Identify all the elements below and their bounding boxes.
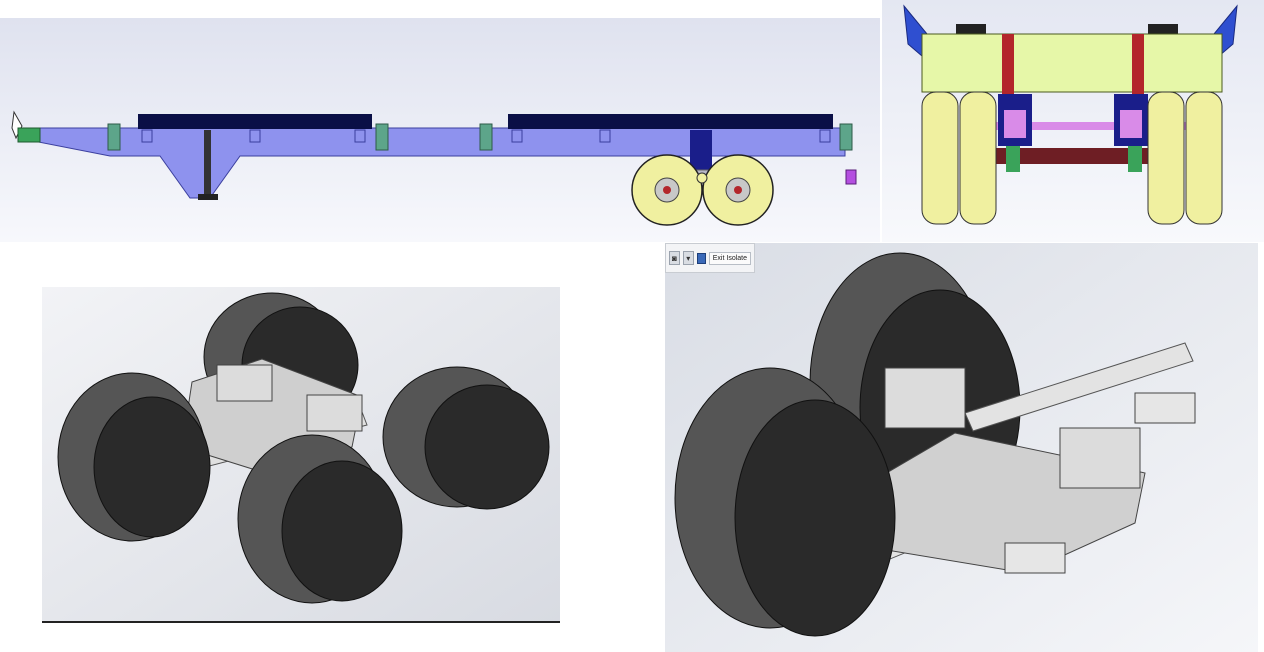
tire-front-left bbox=[57, 372, 211, 542]
rear-wheel-right-inner bbox=[1147, 91, 1185, 225]
cargo-deck-rear bbox=[508, 114, 833, 129]
cargo-deck-front bbox=[138, 114, 372, 129]
tire-front-right bbox=[237, 434, 403, 604]
chevron-down-icon[interactable]: ▾ bbox=[682, 251, 694, 265]
tire-back-right bbox=[382, 366, 550, 510]
rear-wheel-2 bbox=[702, 154, 774, 226]
isolate-toolbar: ◙ ▾ Exit Isolate bbox=[665, 243, 755, 273]
rear-wheel-right-outer bbox=[1185, 91, 1223, 225]
trailer-rear-view bbox=[882, 0, 1264, 242]
landing-gear bbox=[204, 130, 211, 194]
suspension-drawing-right bbox=[665, 243, 1258, 652]
save-icon[interactable] bbox=[696, 252, 706, 264]
exit-isolate-button[interactable]: Exit Isolate bbox=[708, 251, 752, 265]
rear-wheel-1 bbox=[631, 154, 703, 226]
trailer-rear-drawing bbox=[882, 0, 1264, 242]
trailer-side-view bbox=[0, 18, 880, 242]
tire-front-outer bbox=[674, 367, 896, 637]
view-cube-icon[interactable]: ◙ bbox=[669, 251, 680, 265]
suspension-iso-view-left bbox=[42, 287, 560, 623]
rear-wheel-left-outer bbox=[921, 91, 959, 225]
rear-wheel-left-inner bbox=[959, 91, 997, 225]
trailer-side-drawing bbox=[0, 18, 880, 242]
suspension-drawing-left bbox=[42, 287, 560, 623]
rear-crossbeam bbox=[921, 33, 1223, 93]
rear-axle bbox=[990, 148, 1160, 164]
suspension-iso-view-right bbox=[665, 243, 1258, 652]
